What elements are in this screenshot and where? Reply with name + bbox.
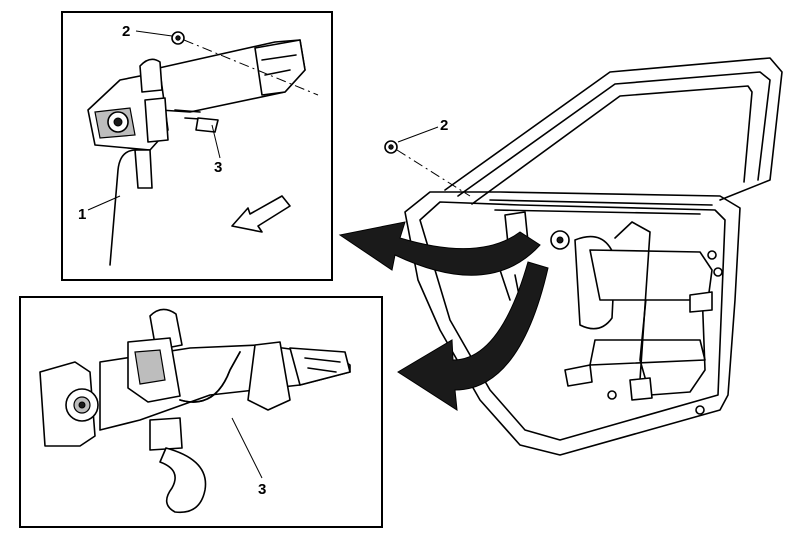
arrow-to-top-inset-icon bbox=[338, 221, 541, 276]
arrow-to-bottom-inset-icon bbox=[397, 261, 549, 411]
door-fastener bbox=[384, 126, 471, 197]
top-inset-panel: 2 1 3 bbox=[61, 11, 333, 281]
top-callout-bracket: 3 bbox=[214, 159, 222, 176]
arrow-left-down-icon bbox=[231, 195, 291, 233]
bottom-handle-bracket bbox=[39, 308, 351, 514]
top-callout-fastener: 2 bbox=[122, 23, 130, 40]
bottom-callout-bracket: 3 bbox=[258, 481, 266, 498]
top-handle-bracket bbox=[87, 39, 306, 189]
top-cable bbox=[87, 149, 137, 266]
top-fastener bbox=[135, 30, 319, 96]
top-callout-cable: 1 bbox=[78, 206, 86, 223]
bottom-inset-panel: 3 bbox=[19, 296, 383, 528]
door-callout-fastener: 2 bbox=[440, 117, 448, 134]
